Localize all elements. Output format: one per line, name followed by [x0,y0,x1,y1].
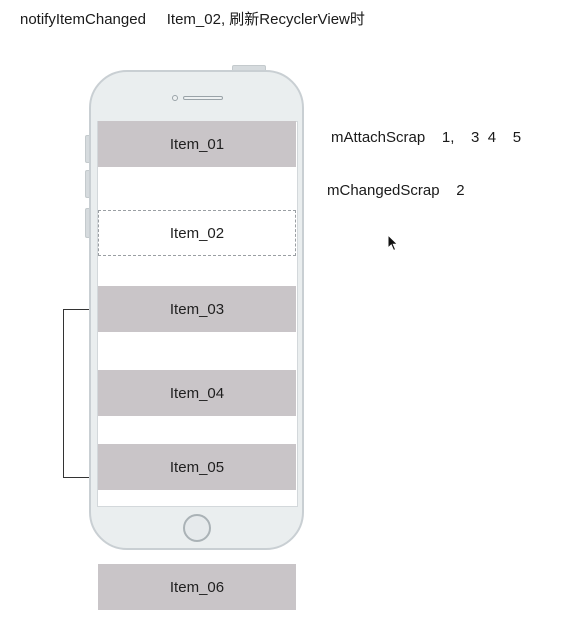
phone-volume-up-button [85,135,90,163]
mouse-pointer-icon [387,233,399,257]
phone-camera [172,95,178,101]
phone-volume-down-button [85,170,90,198]
diagram-title: notifyItemChanged Item_02, 刷新RecyclerVie… [20,11,365,28]
list-item-5: Item_05 [98,444,296,490]
phone-speaker [183,96,223,100]
list-item-3: Item_03 [98,286,296,332]
phone-mute-button [85,208,90,238]
list-item-1: Item_01 [98,121,296,167]
changed-scrap-label: mChangedScrap 2 [327,182,465,199]
list-item-4: Item_04 [98,370,296,416]
attach-scrap-label: mAttachScrap 1, 3 4 5 [331,129,522,146]
phone-power-button [232,65,266,70]
list-item-2-changed: Item_02 [98,210,296,256]
phone-home-button [183,514,211,542]
scroll-range-bracket [63,309,89,478]
list-item-6-offscreen: Item_06 [98,564,296,610]
